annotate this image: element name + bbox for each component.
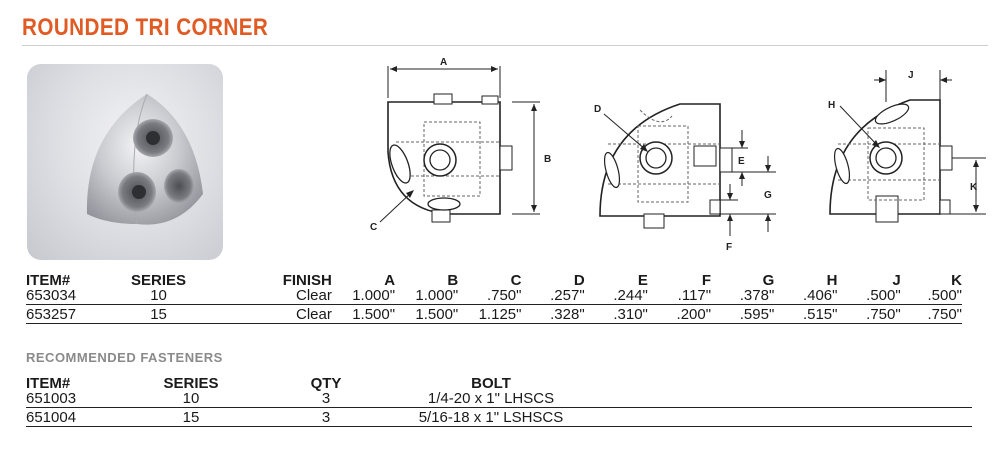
- cell-b: 1.500": [395, 304, 459, 324]
- table-row: 653257 15 Clear 1.500" 1.500" 1.125" .32…: [26, 304, 962, 324]
- cell-qty: 3: [266, 407, 386, 427]
- label-b: B: [544, 154, 551, 165]
- cell-a: 1.500": [331, 304, 396, 324]
- header-qty: QTY: [310, 375, 342, 392]
- fasteners-header-row: ITEM# SERIES QTY BOLT: [26, 376, 972, 391]
- cell-series: 15: [116, 407, 266, 427]
- fasteners-heading: RECOMMENDED FASTENERS: [26, 350, 223, 365]
- cell-j: .500": [837, 288, 901, 305]
- drawing-dimensions-h-j-k: J H K: [790, 62, 990, 237]
- cell-d: .328": [521, 304, 585, 324]
- header-d: D: [573, 272, 585, 289]
- header-k: K: [951, 272, 962, 289]
- header-series: SERIES: [131, 272, 187, 289]
- cell-j: .750": [837, 304, 901, 324]
- cell-f: .117": [647, 288, 712, 305]
- cell-series: 10: [116, 391, 266, 408]
- cell-h: .515": [774, 304, 838, 324]
- label-c: C: [370, 222, 377, 233]
- cell-g: .378": [711, 288, 775, 305]
- label-d: D: [594, 104, 601, 115]
- cell-item: 651004: [26, 407, 116, 427]
- cell-finish: Clear: [219, 288, 332, 305]
- cell-d: .257": [521, 288, 585, 305]
- cell-series: 10: [97, 288, 220, 305]
- header-e: E: [637, 272, 648, 289]
- cell-bolt: 5/16-18 x 1" LSHSCS: [386, 407, 596, 427]
- title-divider: [22, 45, 988, 46]
- label-f: F: [726, 242, 732, 253]
- drawing-dimensions-a-b-c: A B C: [360, 56, 560, 236]
- table-row: 653034 10 Clear 1.000" 1.000" .750" .257…: [26, 288, 962, 305]
- header-item: ITEM#: [26, 272, 71, 289]
- cell-a: 1.000": [331, 288, 396, 305]
- cell-series: 15: [97, 304, 220, 324]
- table-row: 651003 10 3 1/4-20 x 1" LHSCS: [26, 391, 972, 408]
- table-row: 651004 15 3 5/16-18 x 1" LSHSCS: [26, 407, 972, 427]
- spec-header-row: ITEM# SERIES FINISH A B C D E F G H J K: [26, 273, 962, 288]
- header-series: SERIES: [163, 375, 219, 392]
- cell-b: 1.000": [395, 288, 459, 305]
- cell-item: 651003: [26, 391, 116, 408]
- header-finish: FINISH: [282, 272, 332, 289]
- header-item: ITEM#: [26, 375, 71, 392]
- header-g: G: [762, 272, 775, 289]
- label-e: E: [738, 156, 745, 167]
- label-a: A: [440, 57, 447, 68]
- header-b: B: [447, 272, 459, 289]
- product-photo: [27, 64, 223, 260]
- cell-e: .310": [584, 304, 648, 324]
- cell-c: 1.125": [458, 304, 522, 324]
- fasteners-table: ITEM# SERIES QTY BOLT 651003 10 3 1/4-20…: [26, 376, 972, 427]
- header-h: H: [826, 272, 838, 289]
- header-j: J: [892, 272, 901, 289]
- cell-qty: 3: [266, 391, 386, 408]
- cell-c: .750": [458, 288, 522, 305]
- drawing-dimensions-d-e-f-g: D E G F: [580, 86, 780, 256]
- cell-k: .500": [900, 288, 962, 305]
- cell-item: 653257: [26, 304, 98, 324]
- cell-g: .595": [711, 304, 775, 324]
- cell-e: .244": [584, 288, 648, 305]
- cell-item: 653034: [26, 288, 98, 305]
- header-c: C: [510, 272, 522, 289]
- header-f: F: [701, 272, 712, 289]
- header-bolt: BOLT: [471, 375, 511, 392]
- label-k: K: [970, 182, 978, 193]
- header-a: A: [384, 272, 396, 289]
- page-title: ROUNDED TRI CORNER: [22, 14, 269, 41]
- cell-k: .750": [900, 304, 962, 324]
- cell-bolt: 1/4-20 x 1" LHSCS: [386, 391, 596, 408]
- label-j: J: [908, 70, 914, 81]
- cell-h: .406": [774, 288, 838, 305]
- spec-table: ITEM# SERIES FINISH A B C D E F G H J K …: [26, 273, 962, 324]
- cell-f: .200": [647, 304, 712, 324]
- tri-corner-render: [86, 93, 203, 225]
- label-h: H: [828, 100, 835, 111]
- label-g: G: [764, 190, 772, 201]
- cell-finish: Clear: [219, 304, 332, 324]
